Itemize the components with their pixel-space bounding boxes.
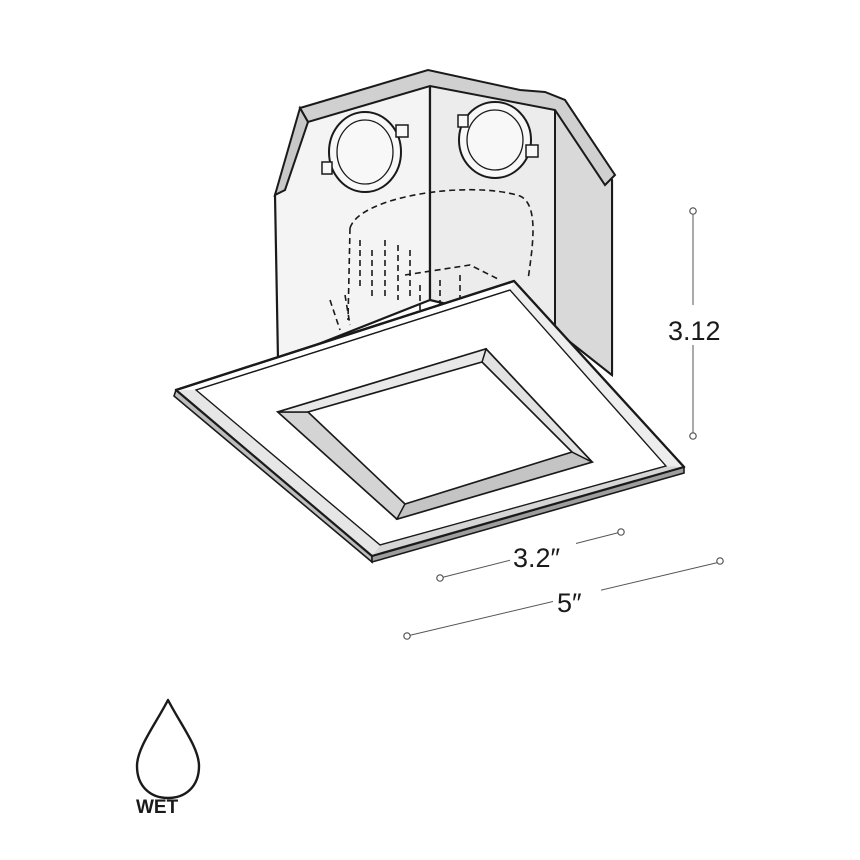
height-label: 3.12: [668, 316, 721, 346]
internal-driver-hidden: [329, 188, 534, 331]
wet-location-badge: WET: [135, 698, 201, 818]
wet-label: WET: [136, 797, 179, 818]
height-dimension: 3.12: [665, 207, 727, 440]
knockout-left: [321, 111, 409, 193]
aperture-width-label: 3.2″: [513, 543, 561, 573]
outer-width-label: 5″: [557, 588, 582, 618]
knockout-right: [457, 101, 539, 179]
junction-box: [273, 68, 617, 378]
outer-width-dimension: 5″: [403, 557, 724, 640]
square-trim: [173, 279, 686, 564]
aperture-width-dimension: 3.2″: [436, 528, 625, 582]
water-drop-icon: [135, 698, 201, 800]
